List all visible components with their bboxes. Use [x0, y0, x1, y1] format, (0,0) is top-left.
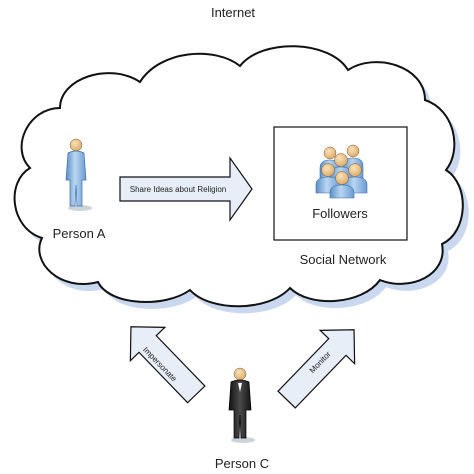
person-c-icon: [228, 367, 255, 443]
followers-label: Followers: [312, 206, 368, 221]
share-ideas-arrow: Share Ideas about Religion: [119, 156, 253, 222]
group-icon: [315, 144, 368, 199]
impersonate-arrow: [129, 326, 206, 404]
social-network-label: Social Network: [300, 252, 387, 267]
person-c-label: Person C: [215, 456, 269, 471]
internet-title: Internet: [211, 5, 255, 20]
person-a-icon: [65, 138, 92, 211]
person-a-label: Person A: [53, 226, 106, 241]
monitor-arrow: [277, 329, 356, 409]
share-ideas-label: Share Ideas about Religion: [130, 185, 227, 194]
